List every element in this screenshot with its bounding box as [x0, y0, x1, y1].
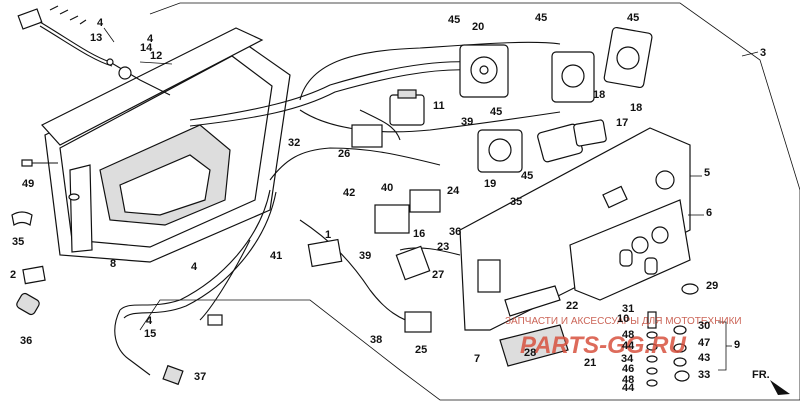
callout-c41: 41 [270, 250, 282, 262]
callout-c45d: 45 [490, 106, 502, 118]
callout-c15: 15 [144, 328, 156, 340]
callout-c30: 30 [698, 320, 710, 332]
callout-c17: 17 [616, 117, 628, 129]
callout-c37: 37 [194, 371, 206, 383]
callout-c48b: 48 [622, 374, 634, 386]
callout-c13: 13 [90, 32, 102, 44]
direction-arrow: FR. [752, 369, 790, 395]
callout-c34: 34 [621, 353, 634, 365]
control-panel [459, 127, 704, 331]
callout-c39b: 39 [359, 250, 371, 262]
callout-c19: 19 [484, 178, 496, 190]
control-box-housing [41, 27, 291, 263]
receptacles [459, 26, 653, 173]
callout-c4c: 4 [191, 261, 198, 273]
loose-parts [11, 159, 223, 386]
callout-c48a: 48 [622, 329, 634, 341]
watermark-text: ЗАПЧАСТИ И АКСЕССУАРЫ ДЛЯ МОТОТЕХНИКИ [505, 316, 742, 327]
callout-c35a: 35 [12, 236, 24, 248]
callout-c24: 24 [447, 185, 460, 197]
callout-labels: 1234444567891011121314151617181819202122… [10, 12, 766, 394]
callout-c3: 3 [760, 47, 766, 59]
top-harness [17, 5, 171, 96]
callout-c39a: 39 [461, 116, 473, 128]
callout-c23: 23 [437, 241, 449, 253]
callout-c45e: 45 [521, 170, 533, 182]
callout-c4d: 4 [146, 315, 153, 327]
callout-c4a: 4 [97, 17, 104, 29]
callout-c45a: 45 [448, 14, 460, 26]
callout-c27: 27 [432, 269, 444, 281]
callout-c16: 16 [413, 228, 425, 240]
callout-c42: 42 [343, 187, 355, 199]
callout-c43: 43 [698, 352, 710, 364]
callout-c22: 22 [566, 300, 578, 312]
callout-c40: 40 [381, 182, 393, 194]
callout-c20: 20 [472, 21, 484, 33]
callout-c21: 21 [584, 357, 596, 369]
callout-c28: 28 [524, 347, 536, 359]
callout-c18b: 18 [630, 102, 642, 114]
callout-c33: 33 [698, 369, 710, 381]
callout-c45c: 45 [627, 12, 639, 24]
callout-c14: 14 [140, 42, 153, 54]
label-plate [499, 324, 569, 367]
callout-c18a: 18 [593, 89, 605, 101]
callout-c8: 8 [110, 258, 116, 270]
watermark-brand: PARTS-GG.RU [520, 332, 686, 359]
watermark: ЗАПЧАСТИ И АКСЕССУАРЫ ДЛЯ МОТОТЕХНИКИ PA… [505, 316, 742, 359]
callout-c36b: 36 [449, 226, 461, 238]
callout-c46: 46 [622, 363, 634, 375]
callout-c25: 25 [415, 344, 427, 356]
grommet [681, 283, 699, 295]
callout-c26: 26 [338, 148, 350, 160]
callout-c1: 1 [325, 229, 331, 241]
callout-c29: 29 [706, 280, 718, 292]
callout-c31: 31 [622, 303, 634, 315]
callout-c11: 11 [433, 100, 445, 112]
callout-c5: 5 [704, 167, 710, 179]
callout-c44b: 44 [622, 382, 635, 394]
switches [307, 89, 607, 333]
callout-c32: 32 [288, 137, 300, 149]
main-harness [114, 41, 561, 376]
callout-c4b: 4 [147, 33, 154, 45]
callout-c7: 7 [474, 353, 480, 365]
callout-c36a: 36 [20, 335, 32, 347]
callout-c9: 9 [734, 339, 740, 351]
callout-c12: 12 [150, 50, 162, 62]
callout-c44a: 44 [622, 340, 635, 352]
callout-c45b: 45 [535, 12, 547, 24]
callout-c10: 10 [617, 313, 629, 325]
callout-c38: 38 [370, 334, 382, 346]
callout-c49: 49 [22, 178, 34, 190]
callout-c47: 47 [698, 337, 710, 349]
direction-label: FR. [752, 369, 770, 381]
callout-c2: 2 [10, 269, 16, 281]
assembly-frame [139, 2, 800, 401]
callout-c35b: 35 [510, 196, 522, 208]
hardware-stack [646, 311, 732, 387]
callout-c6: 6 [706, 207, 712, 219]
